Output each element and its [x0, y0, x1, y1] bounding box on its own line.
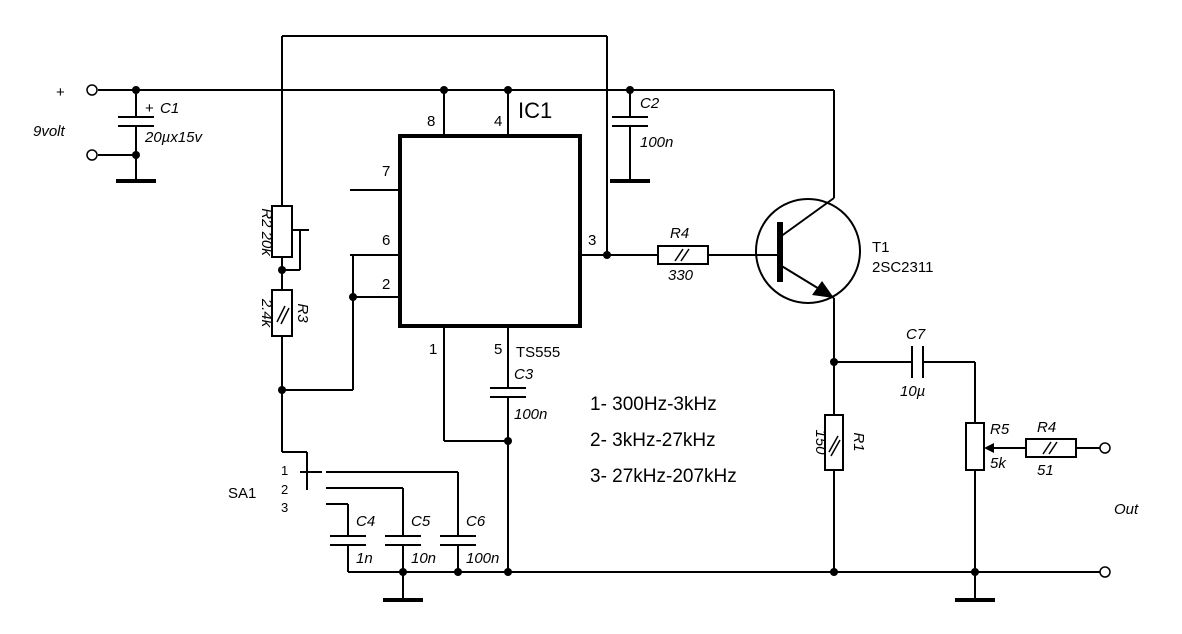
c5-value-label: 10n	[411, 550, 436, 567]
capacitor-plates	[118, 116, 924, 546]
c7-value-label: 10µ	[900, 383, 925, 400]
c1-name-label: C1	[160, 100, 179, 117]
ground-symbols	[116, 179, 995, 602]
transistor-t1	[755, 197, 861, 304]
r2-label: R2 20k	[258, 208, 275, 257]
sa1-position-2: 2	[281, 482, 288, 497]
range-3-label: 3- 27kHz-207kHz	[590, 466, 737, 487]
r5-name-label: R5	[990, 421, 1010, 438]
terminal-ground[interactable]	[1099, 566, 1111, 578]
c2-name-label: C2	[640, 95, 660, 112]
sa1-name-label: SA1	[228, 485, 256, 502]
c6-name-label: C6	[466, 513, 486, 530]
r3-name-label: R3	[294, 303, 311, 323]
c4-value-label: 1n	[356, 550, 373, 567]
range-1-label: 1- 300Hz-3kHz	[590, 394, 717, 415]
output-label: Out	[1114, 501, 1139, 518]
r4b-value-label: 51	[1037, 462, 1054, 479]
switch-sa1	[300, 464, 322, 490]
ic-type-label: TS555	[516, 344, 560, 361]
ic-pin-5: 5	[494, 341, 502, 358]
r1-value-label: 150	[812, 429, 829, 455]
junction-dots	[132, 86, 979, 576]
r4a-value-label: 330	[668, 267, 694, 284]
c3-value-label: 100n	[514, 406, 547, 423]
c2-value-label: 100n	[640, 134, 673, 151]
c4-name-label: C4	[356, 513, 375, 530]
r3-value-label: 2.4k	[258, 298, 275, 329]
c5-name-label: C5	[411, 513, 431, 530]
c6-value-label: 100n	[466, 550, 499, 567]
c7-name-label: C7	[906, 326, 926, 343]
terminal-plus[interactable]	[86, 84, 98, 96]
terminals	[86, 84, 1111, 578]
ic-pin-2: 2	[382, 276, 390, 293]
ic-pin-6: 6	[382, 232, 390, 249]
supply-voltage-label: 9volt	[33, 123, 66, 140]
ic-pin-8: 8	[427, 113, 435, 130]
t1-name-label: T1	[872, 239, 890, 256]
labels: + 9volt + IC1 TS555 8 4 7 6 2 3 1 5 C1 2…	[33, 84, 1139, 567]
c3-name-label: C3	[514, 366, 534, 383]
ic1-ts555	[398, 134, 582, 328]
r1-name-label: R1	[850, 432, 867, 451]
t1-value-label: 2SC2311	[872, 259, 933, 276]
ic-name-label: IC1	[518, 98, 552, 123]
wires	[98, 35, 1100, 600]
sa1-position-3: 3	[281, 500, 288, 515]
c1-value-label: 20µx15v	[144, 129, 204, 146]
r4b-name-label: R4	[1037, 419, 1056, 436]
ic-pin-1: 1	[429, 341, 437, 358]
range-2-label: 2- 3kHz-27kHz	[590, 430, 716, 451]
supply-plus-label: +	[56, 84, 65, 101]
r4a-name-label: R4	[670, 225, 689, 242]
terminal-minus[interactable]	[86, 149, 98, 161]
sa1-position-1: 1	[281, 463, 288, 478]
ic-pin-3: 3	[588, 232, 596, 249]
r5-value-label: 5k	[990, 455, 1007, 472]
c1-polarity-label: +	[145, 100, 154, 117]
ic-pin-7: 7	[382, 163, 390, 180]
resistors	[271, 205, 1077, 471]
terminal-out[interactable]	[1099, 442, 1111, 454]
ic-pin-4: 4	[494, 113, 502, 130]
